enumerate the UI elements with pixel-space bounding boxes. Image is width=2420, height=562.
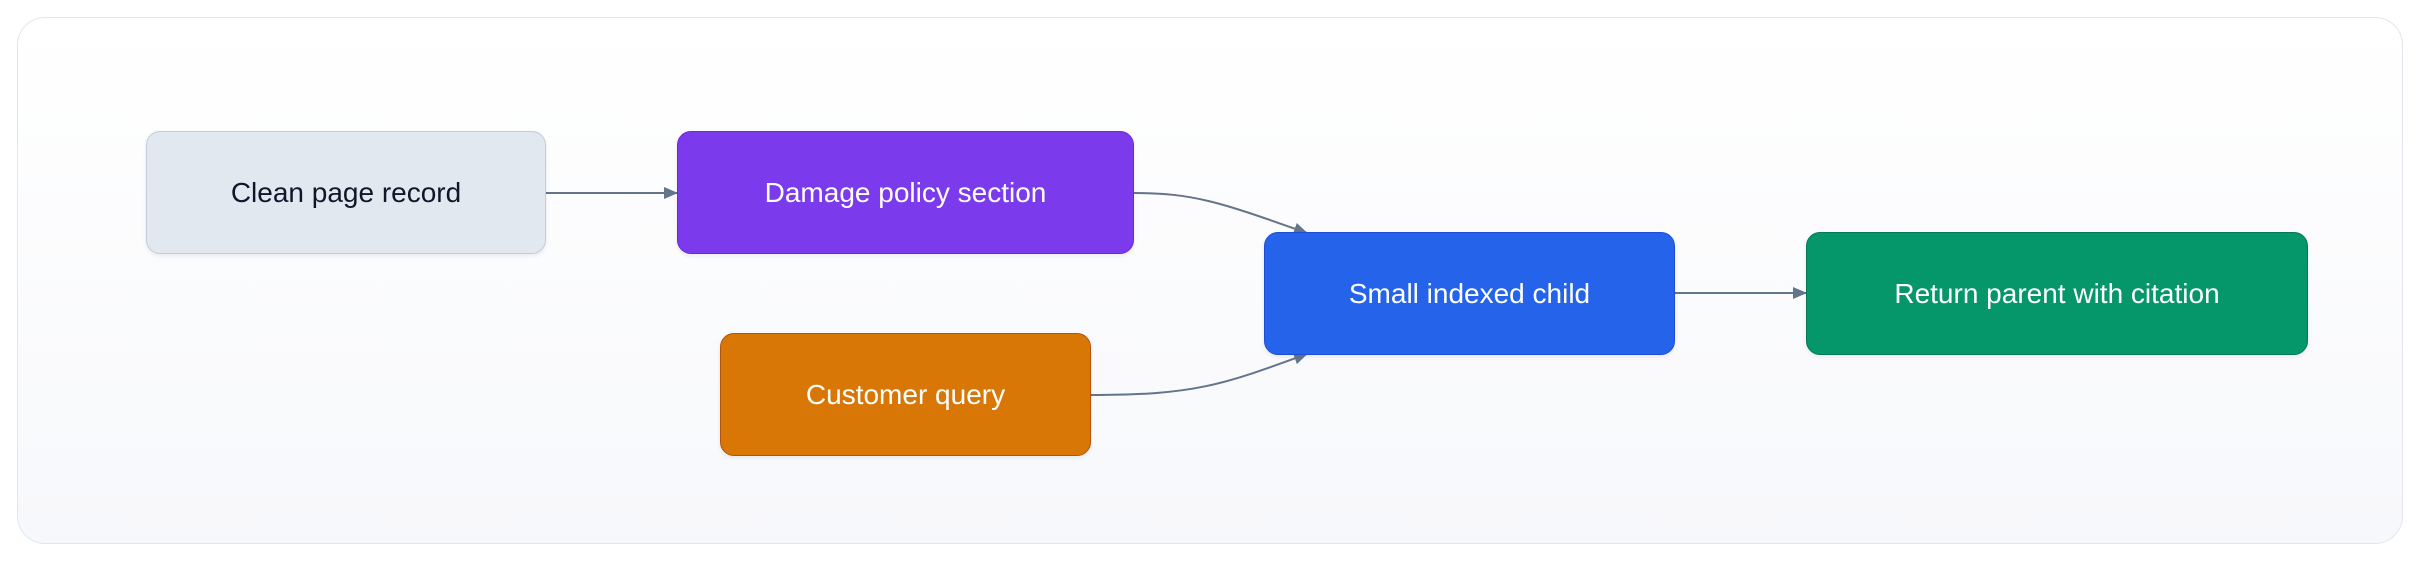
node-small-indexed-child: Small indexed child [1264,232,1675,355]
node-label-small-indexed-child: Small indexed child [1348,277,1591,309]
node-return-parent-with-citation: Return parent with citation [1806,232,2308,355]
node-label-return-parent-with-citation: Return parent with citation [1894,277,2220,309]
node-clean-page-record: Clean page record [146,131,546,254]
node-customer-query: Customer query [720,333,1091,456]
node-label-clean-page-record: Clean page record [230,176,462,208]
node-label-customer-query: Customer query [805,378,1006,410]
node-label-damage-policy-section: Damage policy section [764,176,1047,208]
node-damage-policy-section: Damage policy section [677,131,1134,254]
